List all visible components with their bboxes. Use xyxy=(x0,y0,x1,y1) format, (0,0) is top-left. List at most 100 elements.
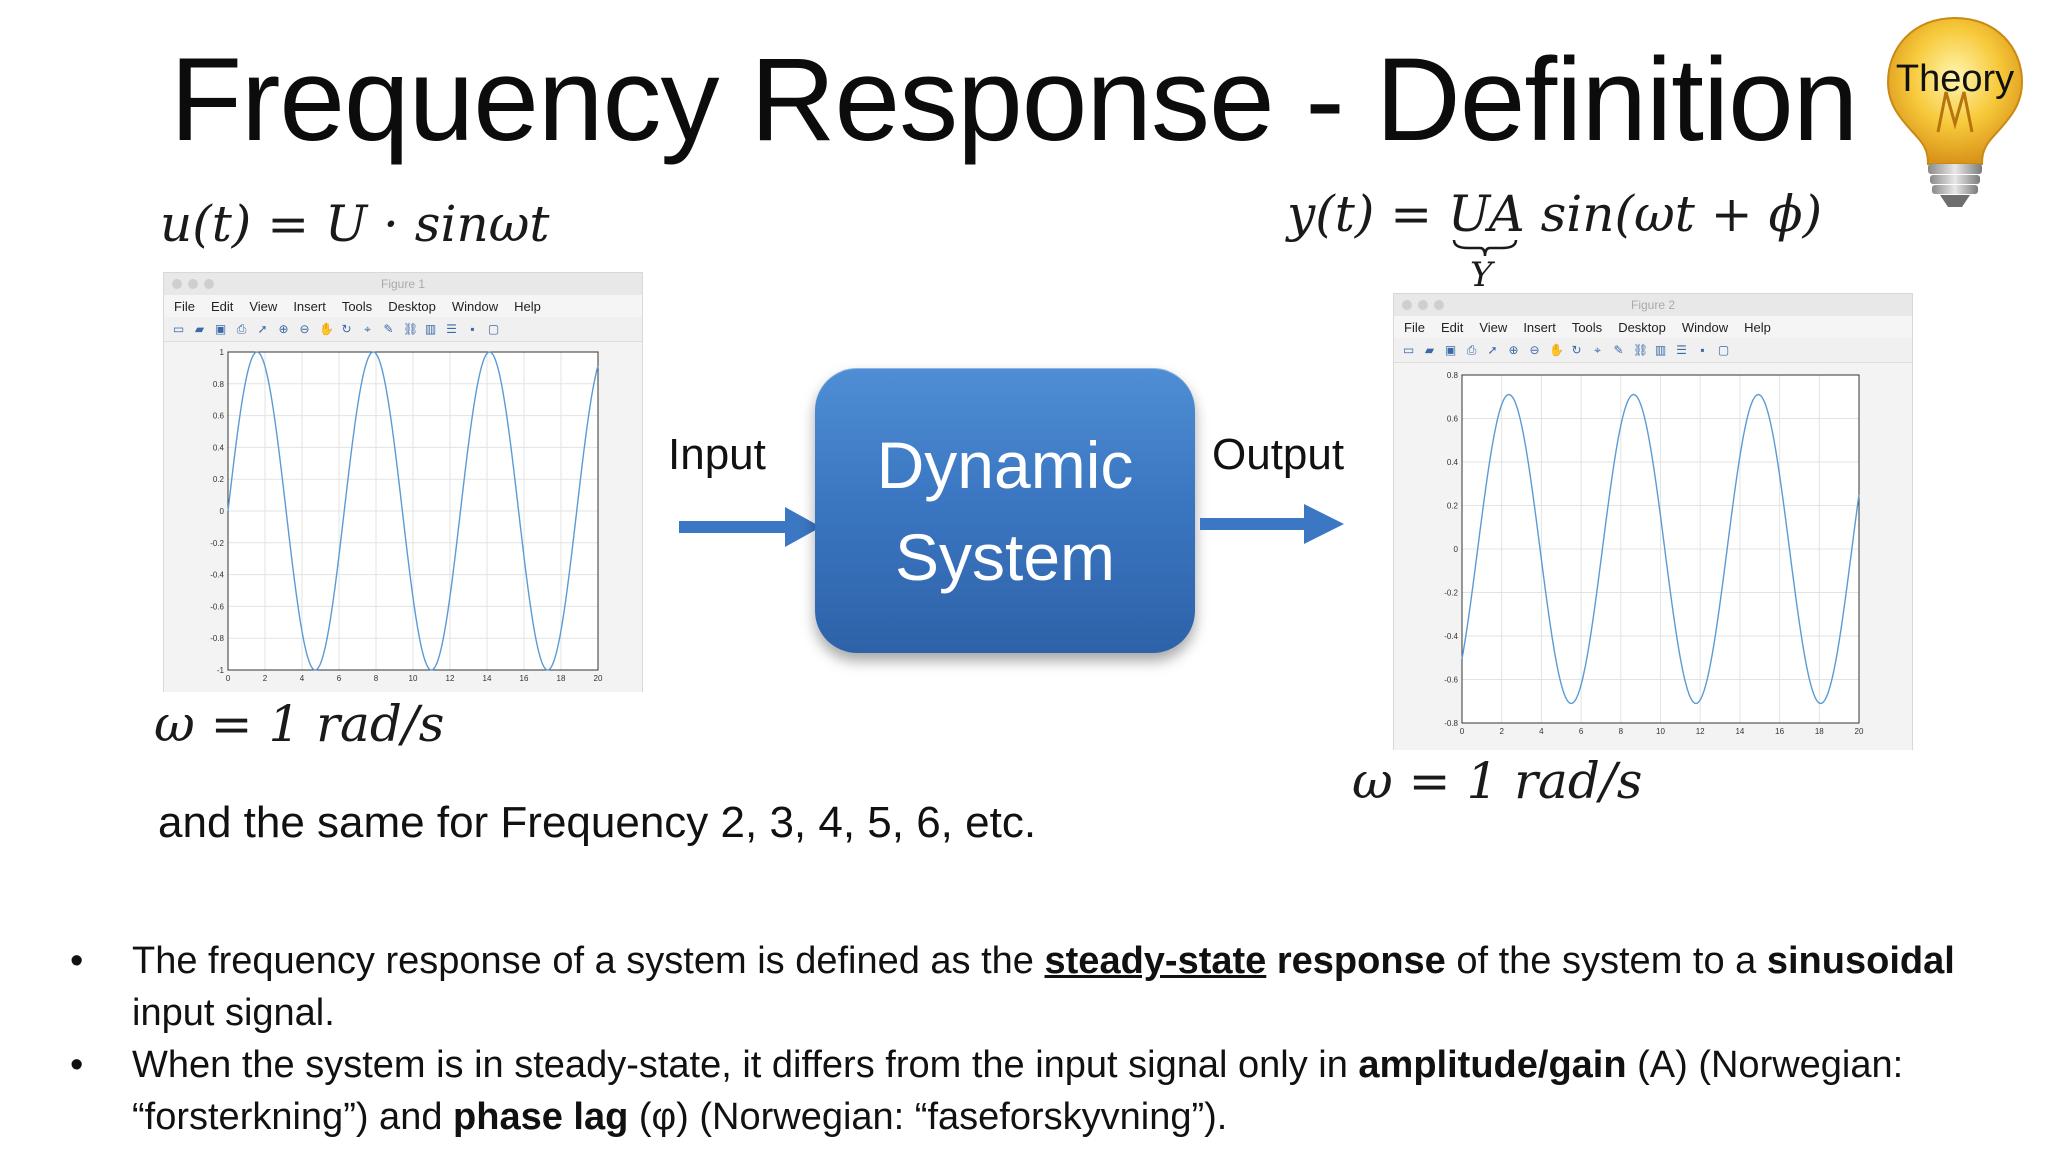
theory-badge: Theory xyxy=(1880,12,2030,212)
x-tick-label: 12 xyxy=(1696,727,1705,736)
save-icon[interactable]: ▣ xyxy=(1444,342,1457,357)
y-tick-label: 0.6 xyxy=(1447,415,1459,424)
y-tick-label: 0.8 xyxy=(213,380,225,389)
hide-icon[interactable]: ▪ xyxy=(470,321,475,336)
menu-item-insert[interactable]: Insert xyxy=(1523,319,1556,335)
x-tick-label: 8 xyxy=(1619,727,1624,736)
menu-item-tools[interactable]: Tools xyxy=(341,298,373,314)
text-run: When the system is in steady-state, it d… xyxy=(132,1044,1359,1086)
y-tick-label: 1 xyxy=(220,348,225,357)
open-icon[interactable]: ▰ xyxy=(1424,342,1435,357)
bullet-list: •The frequency response of a system is d… xyxy=(70,935,2030,1143)
menu-item-desktop[interactable]: Desktop xyxy=(388,298,436,314)
colorbar-icon[interactable]: ▥ xyxy=(424,321,437,336)
figure-title: Figure 1 xyxy=(380,277,426,291)
signal-line xyxy=(1461,393,1860,705)
hide-icon[interactable]: ▪ xyxy=(1700,342,1705,357)
text-run: The frequency response of a system is de… xyxy=(132,940,1045,982)
x-tick-label: 2 xyxy=(263,674,268,683)
zoom-in-icon[interactable]: ⊕ xyxy=(1508,342,1519,357)
x-tick-label: 10 xyxy=(1656,727,1665,736)
new-icon[interactable]: ▭ xyxy=(172,321,185,336)
y-tick-label: -0.8 xyxy=(210,634,224,643)
link-icon[interactable]: ⛓ xyxy=(1633,342,1649,357)
menu-item-window[interactable]: Window xyxy=(451,298,499,314)
figure-title: Figure 2 xyxy=(1630,298,1676,312)
save-icon[interactable]: ▣ xyxy=(214,321,227,336)
minimize-icon[interactable] xyxy=(1418,300,1428,310)
bold-text: sinusoidal xyxy=(1766,940,1955,982)
legend-icon[interactable]: ☰ xyxy=(1676,342,1687,357)
print-icon[interactable]: ⎙ xyxy=(1466,342,1477,357)
close-icon[interactable] xyxy=(172,279,182,289)
menu-item-edit[interactable]: Edit xyxy=(1440,319,1464,335)
menu-item-file[interactable]: File xyxy=(174,298,195,314)
legend-icon[interactable]: ☰ xyxy=(446,321,457,336)
link-icon[interactable]: ⛓ xyxy=(403,321,419,336)
figure-titlebar[interactable]: Figure 2 xyxy=(1394,294,1912,316)
same-for-frequencies-text: and the same for Frequency 2, 3, 4, 5, 6… xyxy=(158,798,1037,847)
x-tick-label: 10 xyxy=(409,674,418,683)
menu-item-insert[interactable]: Insert xyxy=(293,298,326,314)
input-arrow xyxy=(679,507,821,547)
maximize-icon[interactable] xyxy=(204,279,214,289)
rotate-icon[interactable]: ↻ xyxy=(1571,342,1582,357)
colorbar-icon[interactable]: ▥ xyxy=(1654,342,1667,357)
menu-item-tools[interactable]: Tools xyxy=(1571,319,1603,335)
theory-label: Theory xyxy=(1895,58,2015,100)
bullet-item: •The frequency response of a system is d… xyxy=(70,935,2030,1039)
zoom-out-icon[interactable]: ⊖ xyxy=(299,321,310,336)
show-icon[interactable]: ▢ xyxy=(1717,342,1730,357)
figure-toolbar: ▭ ▰ ▣ ⎙ ➚ ⊕ ⊖ ✋ ↻ ⌖ ✎ ⛓ ▥ ☰ ▪ ▢ xyxy=(164,317,642,342)
pan-icon[interactable]: ✋ xyxy=(1549,342,1564,357)
x-tick-label: 0 xyxy=(1460,727,1465,736)
menu-item-window[interactable]: Window xyxy=(1681,319,1729,335)
brush-icon[interactable]: ✎ xyxy=(383,321,394,336)
datacursor-icon[interactable]: ⌖ xyxy=(364,321,371,336)
x-tick-label: 20 xyxy=(594,674,603,683)
zoom-out-icon[interactable]: ⊖ xyxy=(1529,342,1540,357)
x-tick-label: 18 xyxy=(1815,727,1824,736)
output-equation: y(t) = UA sin(ωt + ϕ) xyxy=(1287,185,1823,243)
brush-icon[interactable]: ✎ xyxy=(1613,342,1624,357)
menu-item-help[interactable]: Help xyxy=(514,298,541,314)
pan-icon[interactable]: ✋ xyxy=(319,321,334,336)
figure-window-1[interactable]: Figure 1 File Edit View Insert Tools Desktop W… xyxy=(163,272,643,692)
input-frequency: ω = 1 rad/s xyxy=(154,695,445,753)
axes-frame xyxy=(1461,374,1860,724)
pointer-icon[interactable]: ➚ xyxy=(257,321,268,336)
open-icon[interactable]: ▰ xyxy=(194,321,205,336)
y-tick-label: -1 xyxy=(217,666,225,675)
menu-item-file[interactable]: File xyxy=(1404,319,1425,335)
menu-item-view[interactable]: View xyxy=(249,298,278,314)
figure-titlebar[interactable]: Figure 1 xyxy=(164,273,642,295)
zoom-in-icon[interactable]: ⊕ xyxy=(278,321,289,336)
figure-window-2[interactable]: Figure 2 File Edit View Insert Tools Desktop W… xyxy=(1393,293,1913,750)
minimize-icon[interactable] xyxy=(188,279,198,289)
new-icon[interactable]: ▭ xyxy=(1402,342,1415,357)
menu-item-desktop[interactable]: Desktop xyxy=(1618,319,1666,335)
show-icon[interactable]: ▢ xyxy=(487,321,500,336)
text-run: input signal. xyxy=(132,992,335,1034)
dynamic-system-block: Dynamic System xyxy=(815,368,1195,653)
x-tick-label: 6 xyxy=(337,674,342,683)
pointer-icon[interactable]: ➚ xyxy=(1487,342,1498,357)
menu-item-edit[interactable]: Edit xyxy=(210,298,234,314)
x-tick-label: 16 xyxy=(520,674,529,683)
bold-text: amplitude/gain xyxy=(1358,1044,1627,1086)
datacursor-icon[interactable]: ⌖ xyxy=(1594,342,1601,357)
rotate-icon[interactable]: ↻ xyxy=(341,321,352,336)
figure-toolbar: ▭ ▰ ▣ ⎙ ➚ ⊕ ⊖ ✋ ↻ ⌖ ✎ ⛓ ▥ ☰ ▪ ▢ xyxy=(1394,338,1912,363)
menu-item-view[interactable]: View xyxy=(1479,319,1508,335)
y-tick-label: 0.2 xyxy=(213,475,225,484)
menu-item-help[interactable]: Help xyxy=(1744,319,1771,335)
maximize-icon[interactable] xyxy=(1434,300,1444,310)
text-run: of the system to a xyxy=(1445,940,1767,982)
x-tick-label: 2 xyxy=(1499,727,1504,736)
y-tick-label: -0.2 xyxy=(1444,589,1458,598)
underbrace xyxy=(1452,239,1518,257)
close-icon[interactable] xyxy=(1402,300,1412,310)
print-icon[interactable]: ⎙ xyxy=(236,321,247,336)
